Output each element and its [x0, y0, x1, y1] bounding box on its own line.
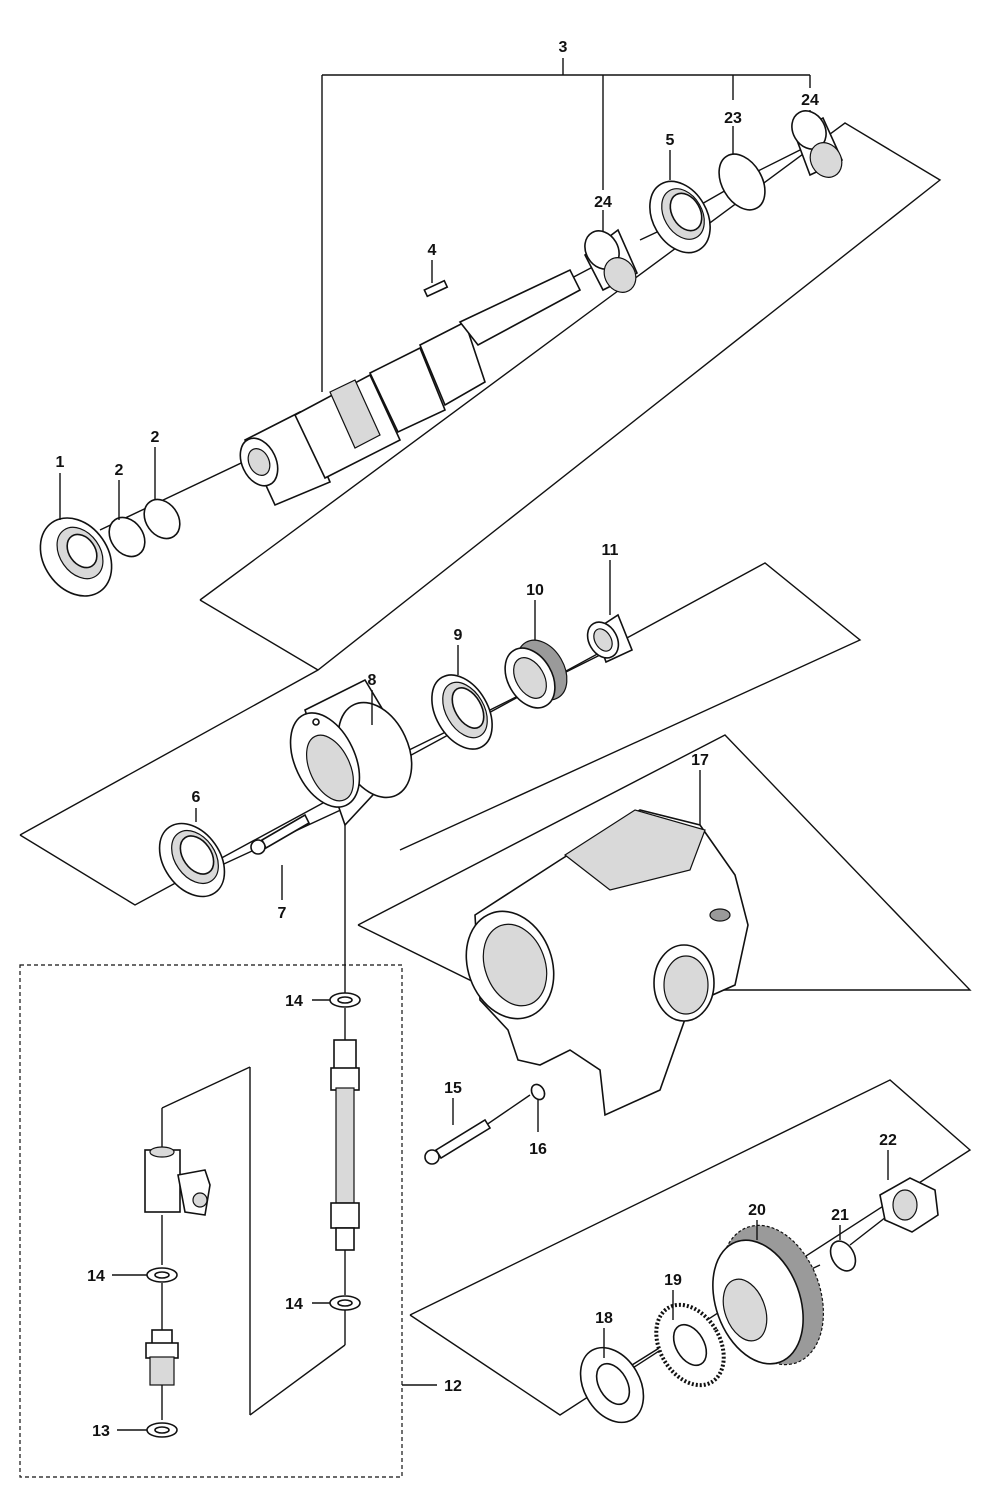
callout-22: 22: [879, 1132, 897, 1149]
part-3-shaft: [239, 268, 582, 507]
part-14-washer-right: [329, 1295, 361, 1311]
callout-24b: 24: [801, 92, 819, 109]
callout-14c: 14: [285, 1296, 303, 1313]
callout-18: 18: [595, 1310, 613, 1327]
callout-2a: 2: [115, 462, 124, 479]
part-12-valve: [144, 1146, 211, 1216]
part-11-bushing: [586, 613, 634, 664]
callout-12: 12: [444, 1378, 462, 1395]
part-10-bearing: [504, 639, 568, 709]
callout-14b: 14: [87, 1268, 105, 1285]
part-14-washer-top: [329, 992, 361, 1008]
part-22-nut: [879, 1177, 939, 1233]
part-12-fitting: [145, 1329, 179, 1386]
callout-3: 3: [559, 39, 568, 56]
part-8-housing: [289, 678, 413, 827]
callout-4: 4: [428, 242, 437, 259]
bracket-3: [321, 58, 811, 392]
callout-labels: 1 2 2 3 4 5 6 7 8 9 10 11 12 13 14 14 14…: [56, 39, 897, 1440]
callout-11: 11: [602, 542, 619, 559]
part-1-seal: [39, 517, 113, 597]
part-9-ring: [431, 674, 493, 750]
callout-9: 9: [454, 627, 463, 644]
part-12-hose: [330, 1039, 360, 1251]
part-16-washer: [530, 1083, 546, 1101]
part-13-washer: [146, 1422, 178, 1438]
callout-14a: 14: [285, 993, 303, 1010]
callout-13: 13: [92, 1423, 110, 1440]
callout-19: 19: [664, 1272, 682, 1289]
callout-24a: 24: [594, 194, 612, 211]
callout-21: 21: [831, 1207, 849, 1224]
part-24-sleeve-b: [791, 110, 844, 178]
part-20-gear: [712, 1224, 824, 1366]
part-19-lock-washer: [654, 1302, 726, 1388]
callout-6: 6: [192, 789, 201, 806]
callout-7: 7: [278, 905, 287, 922]
callout-20: 20: [748, 1202, 766, 1219]
part-2-oring-b: [143, 498, 181, 540]
part-6-seal: [158, 822, 226, 898]
callout-2b: 2: [151, 429, 160, 446]
part-24-sleeve-a: [583, 228, 639, 293]
part-5-ring: [649, 180, 711, 254]
callout-23: 23: [724, 110, 742, 127]
callout-5: 5: [666, 132, 675, 149]
callout-8: 8: [368, 672, 377, 689]
part-7-screw: [250, 813, 311, 855]
subassembly-box-12: [19, 964, 403, 1478]
part-21-oring: [829, 1240, 857, 1272]
part-2-oring-a: [108, 516, 146, 558]
part-14-washer-left: [146, 1267, 178, 1283]
callout-16: 16: [529, 1141, 547, 1158]
callout-10: 10: [526, 582, 544, 599]
part-17-gearbox-housing: [465, 809, 749, 1117]
part-18-washer: [579, 1346, 645, 1424]
part-23-oring: [718, 153, 766, 211]
part-15-screw: [424, 1118, 492, 1165]
callout-17: 17: [691, 752, 709, 769]
callout-1: 1: [56, 454, 65, 471]
callout-15: 15: [444, 1080, 462, 1097]
leader-lines: [59, 150, 889, 1431]
